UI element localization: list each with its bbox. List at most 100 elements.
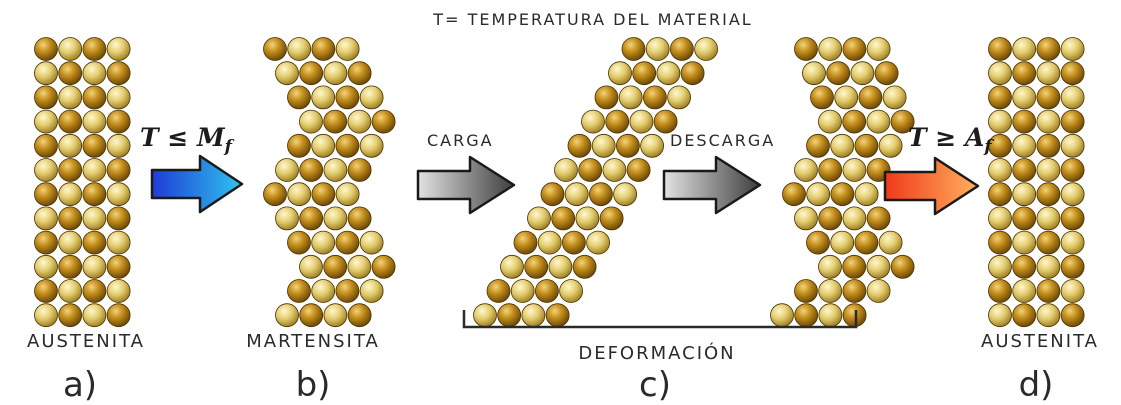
atom bbox=[629, 109, 654, 134]
atom bbox=[640, 133, 664, 158]
atom bbox=[564, 182, 589, 207]
atom bbox=[1060, 158, 1085, 182]
atom bbox=[335, 279, 360, 303]
atom bbox=[1036, 303, 1061, 328]
caption-martensita-b: MARTENSITA bbox=[246, 331, 380, 352]
atom bbox=[537, 230, 562, 255]
atom bbox=[34, 109, 58, 134]
atom bbox=[299, 61, 324, 86]
atom bbox=[275, 303, 299, 328]
atom bbox=[618, 85, 643, 110]
atom bbox=[106, 254, 131, 279]
atom bbox=[988, 279, 1012, 303]
unload-arrow bbox=[662, 155, 762, 215]
atom bbox=[500, 254, 524, 279]
atom bbox=[371, 109, 396, 134]
atom bbox=[866, 109, 891, 134]
atom bbox=[988, 61, 1012, 86]
atom bbox=[818, 158, 843, 182]
caption-austenita-a: AUSTENITA bbox=[27, 331, 145, 352]
atom bbox=[58, 133, 83, 158]
austenite-lattice-d bbox=[988, 37, 1085, 328]
atom bbox=[299, 303, 324, 328]
atom bbox=[299, 158, 324, 182]
atom bbox=[830, 182, 855, 207]
atom bbox=[34, 133, 58, 158]
atom bbox=[311, 85, 336, 110]
atom bbox=[1012, 182, 1037, 207]
atom bbox=[581, 109, 605, 134]
atom bbox=[545, 303, 570, 328]
atom bbox=[58, 37, 83, 61]
atom bbox=[82, 182, 107, 207]
atom bbox=[311, 182, 336, 207]
atom bbox=[1036, 158, 1061, 182]
atom bbox=[1060, 230, 1085, 255]
carga-label: CARGA bbox=[427, 131, 494, 150]
atom bbox=[890, 254, 915, 279]
atom bbox=[263, 182, 287, 207]
atom bbox=[878, 230, 903, 255]
atom bbox=[988, 109, 1012, 134]
atom bbox=[794, 37, 818, 61]
atom bbox=[1036, 37, 1061, 61]
atom bbox=[621, 37, 646, 61]
atom bbox=[299, 109, 323, 134]
atom bbox=[1060, 85, 1085, 110]
atom bbox=[694, 37, 718, 61]
atom bbox=[806, 133, 830, 158]
atom bbox=[670, 37, 694, 61]
atom bbox=[263, 37, 287, 61]
atom bbox=[988, 230, 1012, 255]
atom bbox=[830, 133, 855, 158]
atom bbox=[866, 37, 891, 61]
atom bbox=[1036, 109, 1061, 134]
atom bbox=[106, 303, 131, 328]
atom bbox=[335, 133, 360, 158]
panel-letter-b: b) bbox=[296, 365, 331, 405]
atom bbox=[371, 254, 396, 279]
atom bbox=[34, 37, 58, 61]
atom bbox=[510, 279, 535, 303]
atom bbox=[653, 109, 678, 134]
atom bbox=[858, 85, 883, 110]
atom bbox=[616, 133, 640, 158]
atom bbox=[806, 230, 830, 255]
atom bbox=[82, 85, 107, 110]
atom bbox=[866, 254, 891, 279]
atom bbox=[34, 158, 58, 182]
atom bbox=[608, 61, 632, 86]
header-title: T= TEMPERATURA DEL MATERIAL bbox=[432, 10, 752, 29]
atom bbox=[34, 230, 58, 255]
atom bbox=[335, 182, 360, 207]
atom bbox=[311, 133, 336, 158]
panel-letter-a: a) bbox=[63, 365, 97, 405]
atom bbox=[323, 158, 348, 182]
atom bbox=[602, 158, 627, 182]
atom bbox=[1012, 158, 1037, 182]
atom bbox=[82, 230, 107, 255]
atom bbox=[589, 182, 613, 207]
caption-deformacion-c: DEFORMACIÓN bbox=[578, 342, 735, 364]
cooling-condition-label: T ≤ Mf bbox=[140, 123, 235, 157]
atom bbox=[82, 206, 107, 231]
atom bbox=[311, 230, 336, 255]
atom bbox=[106, 61, 131, 86]
atom bbox=[548, 254, 573, 279]
atom bbox=[527, 206, 551, 231]
atom bbox=[473, 303, 497, 328]
atom bbox=[34, 206, 58, 231]
cooling-condition-sub: f bbox=[224, 137, 235, 157]
atom bbox=[586, 230, 610, 255]
atom bbox=[854, 182, 879, 207]
atom bbox=[58, 254, 83, 279]
atom bbox=[323, 109, 348, 134]
caption-austenita-d: AUSTENITA bbox=[981, 331, 1099, 352]
atom bbox=[524, 254, 549, 279]
atom bbox=[335, 230, 360, 255]
load-arrow bbox=[416, 155, 516, 215]
atom bbox=[335, 85, 360, 110]
atom bbox=[58, 61, 83, 86]
atom bbox=[82, 158, 107, 182]
atom bbox=[106, 109, 131, 134]
